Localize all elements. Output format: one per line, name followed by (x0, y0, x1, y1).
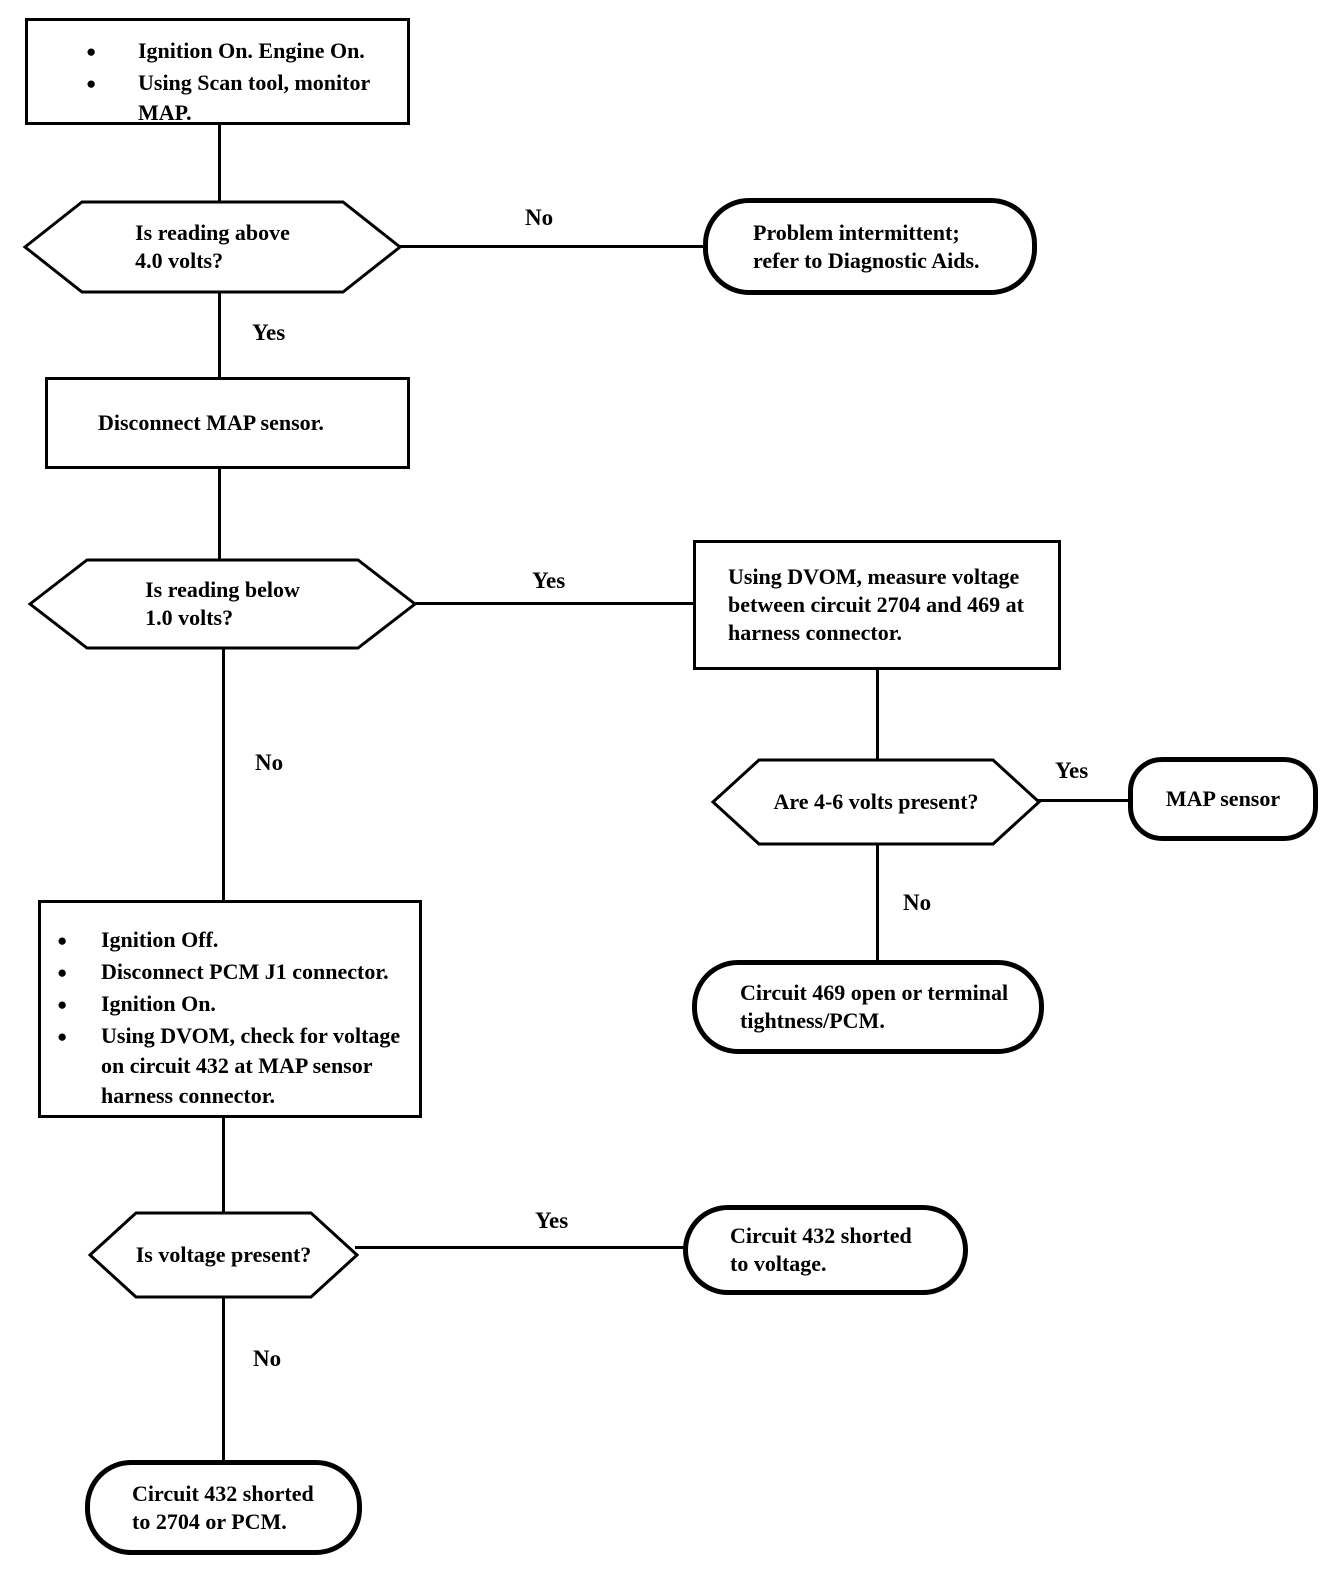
node-decision-reading-below-1v: Is reading below 1.0 volts? (27, 558, 418, 650)
decision-text: Are 4-6 volts present? (773, 789, 979, 814)
start-bullet-list: Ignition On. Engine On. Using Scan tool,… (28, 21, 407, 128)
node-check-circuit-432: Ignition Off. Disconnect PCM J1 connecto… (38, 900, 422, 1118)
connector-measure-to-volts46 (876, 668, 879, 763)
terminal-text: Circuit 432 shorted to voltage. (730, 1223, 912, 1276)
edge-label-yes: Yes (532, 568, 566, 593)
connector-volts46-no (876, 842, 879, 962)
connector-reading-below-yes (413, 602, 695, 605)
node-terminal-problem-intermittent: Problem intermittent; refer to Diagnosti… (703, 198, 1037, 295)
edge-label-yes: Yes (1055, 758, 1089, 783)
node-start-instructions: Ignition On. Engine On. Using Scan tool,… (25, 18, 410, 125)
decision-hexagon-shape (27, 558, 418, 650)
edge-label-no: No (255, 750, 284, 775)
node-terminal-circuit-432-shorted-voltage: Circuit 432 shorted to voltage. (683, 1205, 968, 1295)
connector-start-to-reading-above (218, 125, 221, 205)
connector-volts46-yes (1037, 799, 1131, 802)
connector-disconnect-to-reading-below (218, 468, 221, 563)
process-text: Using DVOM, measure voltage between circ… (728, 564, 1024, 645)
edge-label-no: No (253, 1346, 282, 1371)
bullet-item: Using Scan tool, monitor MAP. (28, 68, 407, 128)
connector-reading-above-no (398, 245, 705, 248)
node-decision-4-6-volts: Are 4-6 volts present? (710, 758, 1042, 846)
terminal-text: MAP sensor (1165, 786, 1281, 811)
decision-hexagon-shape (710, 758, 1042, 846)
node-disconnect-map-sensor: Disconnect MAP sensor. (45, 377, 410, 469)
bullet-item: Ignition Off. (41, 925, 419, 956)
bullet-item: Ignition On. (41, 989, 419, 1020)
decision-text: Is reading below 1.0 volts? (145, 577, 300, 630)
terminal-text: Circuit 469 open or terminal tightness/P… (740, 980, 1009, 1033)
check-432-bullet-list: Ignition Off. Disconnect PCM J1 connecto… (41, 903, 419, 1111)
connector-reading-above-yes (218, 290, 221, 380)
node-measure-voltage-2704-469: Using DVOM, measure voltage between circ… (693, 540, 1061, 670)
decision-hexagon-shape (87, 1211, 360, 1299)
node-terminal-map-sensor: MAP sensor (1128, 757, 1318, 841)
node-terminal-circuit-432-shorted-2704: Circuit 432 shorted to 2704 or PCM. (85, 1460, 362, 1555)
connector-reading-below-no (222, 646, 225, 902)
node-terminal-circuit-469-open: Circuit 469 open or terminal tightness/P… (692, 960, 1044, 1054)
decision-text: Is voltage present? (135, 1242, 312, 1267)
edge-label-no: No (525, 205, 554, 230)
connector-voltage-present-no (222, 1295, 225, 1463)
edge-label-yes: Yes (535, 1208, 569, 1233)
bullet-item: Using DVOM, check for voltage on circuit… (41, 1021, 419, 1111)
edge-label-yes: Yes (252, 320, 286, 345)
process-text: Disconnect MAP sensor. (98, 410, 324, 435)
edge-label-no: No (903, 890, 932, 915)
decision-text: Is reading above 4.0 volts? (135, 220, 290, 273)
node-decision-voltage-present: Is voltage present? (87, 1211, 360, 1299)
decision-hexagon-shape (22, 200, 403, 294)
bullet-item: Ignition On. Engine On. (28, 36, 407, 67)
node-decision-reading-above-4v: Is reading above 4.0 volts? (22, 200, 403, 294)
connector-voltage-present-yes (355, 1246, 685, 1249)
connector-check432-to-voltage-present (222, 1116, 225, 1215)
terminal-text: Circuit 432 shorted to 2704 or PCM. (132, 1480, 314, 1534)
bullet-item: Disconnect PCM J1 connector. (41, 957, 419, 988)
terminal-text: Problem intermittent; refer to Diagnosti… (753, 219, 980, 273)
